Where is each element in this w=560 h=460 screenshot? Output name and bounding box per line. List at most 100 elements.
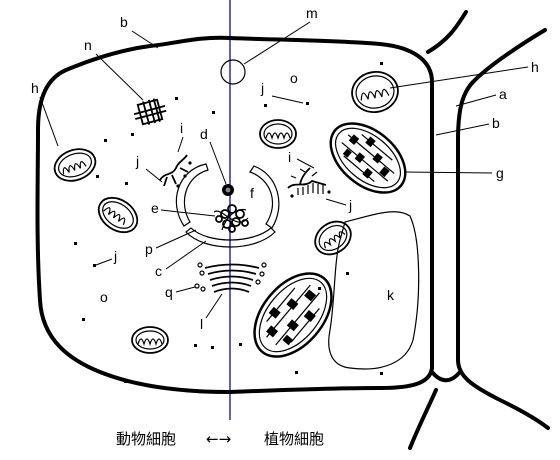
- mitochondrion-plant-small: [259, 119, 297, 149]
- mitochondrion-cristae: [265, 132, 291, 141]
- ribosome-dots: [74, 62, 383, 383]
- ribosome: [188, 161, 192, 165]
- leader-n: [95, 53, 144, 101]
- leader-l: [205, 293, 223, 319]
- mitochondrion-inner: [57, 152, 93, 178]
- plant-cell-wall-bottom: [408, 388, 438, 450]
- golgi-vesicle: [261, 262, 267, 268]
- leader-j-left: [145, 168, 163, 183]
- ribosome: [194, 344, 197, 347]
- mitochondrion-cristae: [137, 338, 163, 347]
- ribosome: [104, 139, 107, 142]
- organelle-n-bundle: [133, 98, 167, 126]
- mitochondrion-cristae: [103, 207, 126, 226]
- mitochondrion-cristae: [360, 88, 390, 101]
- label-a: a: [499, 86, 507, 102]
- ribosome: [96, 175, 99, 178]
- chromatin-loop: [215, 215, 223, 223]
- bundle-stripe: [147, 99, 156, 124]
- ribosome: [124, 380, 127, 383]
- granum: [268, 306, 281, 319]
- label-j-left: j: [135, 153, 139, 169]
- granum: [282, 334, 294, 346]
- granum: [342, 148, 352, 158]
- vacuole-k: [328, 211, 420, 370]
- label-b-top: b: [120, 14, 128, 30]
- label-h-left: h: [31, 80, 39, 96]
- leader-p: [155, 229, 197, 249]
- mitochondrion-animal-bottom: [131, 326, 169, 354]
- label-m: m: [306, 5, 318, 21]
- golgi-cisterna: [211, 281, 252, 287]
- leader-m: [243, 21, 311, 65]
- label-o-top: o: [290, 70, 298, 86]
- label-b-right: b: [492, 115, 500, 131]
- label-h-right: h: [531, 59, 539, 75]
- mitochondrion-outer: [351, 71, 399, 113]
- mitochondrion-inner: [355, 75, 395, 109]
- label-l: l: [200, 316, 203, 332]
- label-n: n: [84, 37, 92, 53]
- caption-arrow: ←→: [206, 430, 231, 448]
- mitochondrion-inner: [102, 201, 134, 229]
- vesicle-q: [194, 283, 200, 289]
- leader-i-left: [177, 136, 184, 153]
- golgi-vesicle: [259, 271, 265, 277]
- ribosome: [125, 182, 128, 185]
- ribosome: [290, 194, 294, 198]
- er-left-branch: [163, 167, 189, 187]
- granum: [362, 167, 373, 179]
- ribosome: [318, 287, 321, 290]
- ribosome: [131, 133, 134, 136]
- ribosome: [264, 104, 267, 107]
- plant-cell-wall-top: [426, 10, 468, 54]
- leader-j-top: [271, 95, 304, 104]
- chromatin-loop: [228, 225, 236, 233]
- nuclear-envelope-left: [175, 163, 209, 227]
- granum: [286, 298, 299, 311]
- mitochondrion-animal-left: [53, 148, 97, 182]
- leader-g: [403, 171, 493, 174]
- labels: b m n o j h h a b i d i f g j j e p c j …: [31, 5, 539, 332]
- golgi-cisterna: [207, 269, 257, 275]
- chromatin-strand: [213, 208, 249, 231]
- ribosome: [212, 111, 215, 114]
- mitochondrion-inner: [135, 330, 165, 350]
- ribosome: [175, 97, 178, 100]
- bundle-body: [136, 98, 164, 126]
- chloroplast-bottom: [253, 272, 333, 358]
- leader-i-right: [296, 158, 315, 169]
- bundle-stripe: [152, 98, 161, 123]
- plant-cell-wall-bottom-join: [430, 370, 462, 383]
- mitochondrion-outer: [97, 196, 139, 234]
- bundle-stripe: [142, 101, 151, 125]
- golgi-cisterna: [209, 275, 254, 281]
- label-j-top: j: [260, 80, 264, 96]
- er-right: [287, 167, 331, 198]
- plant-cell-membrane: [228, 36, 434, 394]
- label-o-lower: o: [100, 289, 108, 305]
- label-g: g: [496, 165, 504, 181]
- chloroplast-top: [329, 122, 407, 194]
- granum: [372, 152, 383, 164]
- mitochondrion-cristae: [62, 161, 87, 175]
- mitochondrion-outer: [259, 119, 297, 149]
- ribosome: [211, 346, 214, 349]
- leader-j-lower: [95, 258, 113, 266]
- nucleolus-d-center: [225, 187, 231, 193]
- mitochondrion-outer: [314, 220, 352, 256]
- er-right-ticks: [290, 168, 324, 195]
- nuclear-envelope-right: [249, 165, 280, 229]
- mitochondrion-plant-top: [351, 71, 399, 113]
- er-right-body: [287, 167, 327, 189]
- nucleus: [175, 163, 280, 248]
- ribosome: [93, 264, 96, 267]
- er-left-body: [159, 154, 188, 181]
- label-j-right: j: [348, 197, 352, 213]
- granum: [365, 136, 376, 148]
- ribosome: [346, 272, 349, 275]
- ribosome: [82, 318, 85, 321]
- ribosome: [239, 343, 242, 346]
- chloroplast-lamella: [266, 284, 320, 346]
